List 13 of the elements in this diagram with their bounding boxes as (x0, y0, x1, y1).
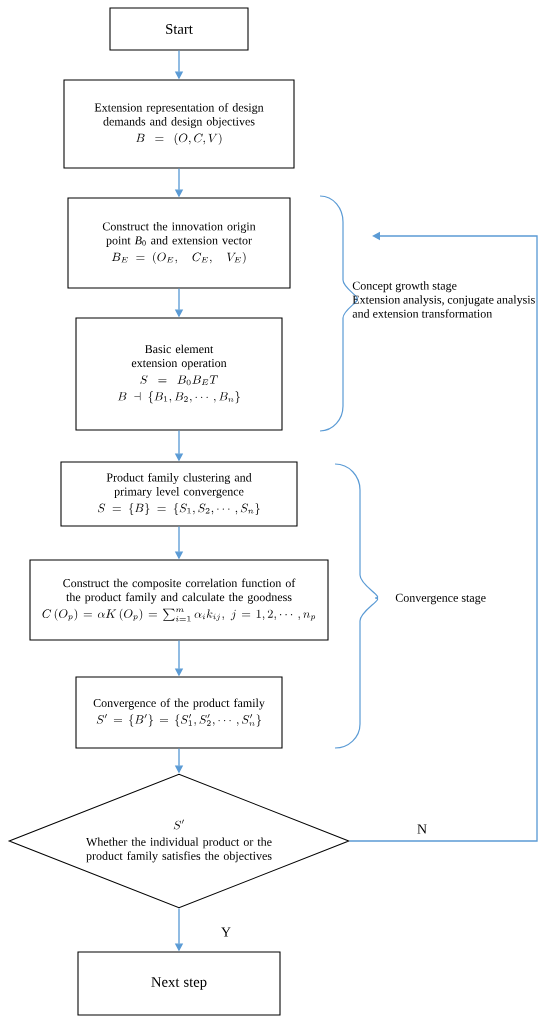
process-box: Product family clustering and primary level convergence $S=\{B\}=\{S_1,S_2,\cdots,S_n\}$ (60, 461, 298, 527)
edge-label: N (415, 823, 429, 835)
edge-label: Y (219, 926, 233, 938)
stage-label: Concept growth stage (352, 281, 457, 293)
stage-label: Convergence stage (395, 593, 486, 605)
process-box: Start (109, 7, 249, 51)
stage-description: Extension analysis, conjugate analysis and extension transformation (352, 295, 535, 318)
process-box: Convergence of the product family $S'=\{B'\}=\{S_1',S_2',\cdots,S_n'\}$ (75, 676, 283, 749)
process-box: Construct the composite correlation function of the product family and calculate the goodness $C\left(O_p\right)=\alpha K\left(O_p\right)=\sum_{i=1}^{m}\alpha_i k_{ij},\ j=1,2,\cdots,n_p$ (29, 559, 329, 641)
process-box: Next step (77, 951, 281, 1016)
process-box: Extension representation of design demands and design objectives $B=\left(O,C,V\right)$ (63, 79, 295, 169)
process-box: Basic element extension operation $S=B_0B_ET$ $B\dashv\{B_1,B_2,\cdots,B_n\}$ (75, 317, 283, 431)
process-box: Construct the innovation origin point B$_{0}$ and extension vector $B_E=\left(O_E,\quad C_E,\quad V_E\right)$ (67, 197, 291, 289)
